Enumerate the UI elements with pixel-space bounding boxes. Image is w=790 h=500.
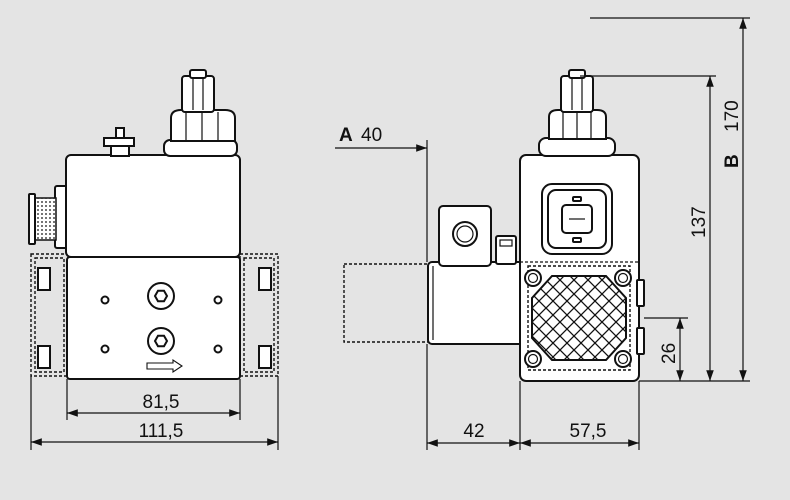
front-flange-right bbox=[239, 253, 279, 377]
front-lower-body bbox=[66, 256, 241, 380]
side-view: A 40 42 57,5 B 170 137 26 bbox=[335, 17, 750, 450]
front-small-fitting bbox=[103, 127, 135, 157]
front-view: 81,5 111,5 bbox=[28, 69, 279, 450]
side-port-upper bbox=[636, 279, 645, 307]
side-mesh-filter bbox=[527, 265, 631, 371]
depth-coil-label: 42 bbox=[463, 421, 484, 442]
side-plug-socket bbox=[541, 183, 613, 255]
height-port-label: 26 bbox=[659, 343, 680, 364]
width-body-label: 81,5 bbox=[143, 392, 180, 413]
side-actuator bbox=[538, 69, 616, 157]
height-body-label: 137 bbox=[689, 206, 710, 238]
front-upper-body bbox=[65, 154, 241, 258]
front-actuator bbox=[163, 69, 238, 157]
side-port-lower bbox=[636, 327, 645, 355]
front-mounting-holes bbox=[100, 295, 223, 354]
height-b-value: 170 bbox=[722, 100, 743, 132]
side-corner-screws bbox=[524, 269, 632, 368]
height-b-letter: B bbox=[722, 154, 743, 168]
offset-a-value: 40 bbox=[361, 125, 382, 146]
offset-a-letter: A bbox=[339, 125, 353, 146]
front-flange-left bbox=[30, 253, 69, 377]
depth-body-label: 57,5 bbox=[570, 421, 607, 442]
side-coil bbox=[427, 205, 524, 345]
front-screw-lower bbox=[147, 327, 175, 355]
front-screw-upper bbox=[147, 282, 175, 310]
width-total-label: 111,5 bbox=[139, 421, 184, 442]
flow-direction-arrow-icon bbox=[146, 358, 183, 374]
side-coil-dashed bbox=[343, 263, 429, 343]
front-side-connector bbox=[28, 185, 70, 249]
